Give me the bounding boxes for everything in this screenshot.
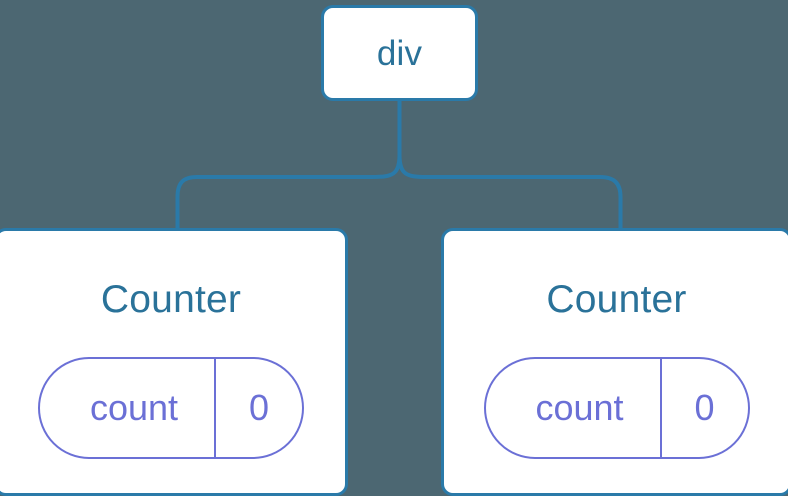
state-pill-0-value: 0 (248, 387, 270, 428)
node-div[interactable]: div (321, 5, 478, 101)
state-pill-1[interactable]: count 0 (483, 357, 750, 459)
connector-branch-left (175, 154, 402, 230)
node-counter-1[interactable]: Counter count 0 (441, 228, 788, 496)
state-pill-0-key: count (40, 359, 216, 457)
state-pill-1-key: count (486, 359, 662, 457)
node-div-label: div (376, 33, 423, 73)
node-counter-1-title: Counter (546, 278, 687, 321)
node-counter-0-title: Counter (100, 278, 242, 321)
node-counter-0[interactable]: Counter count 0 (0, 228, 348, 496)
connector-branch-right (397, 154, 623, 230)
state-pill-0[interactable]: count 0 (38, 357, 304, 459)
state-pill-1-value: 0 (694, 387, 715, 428)
